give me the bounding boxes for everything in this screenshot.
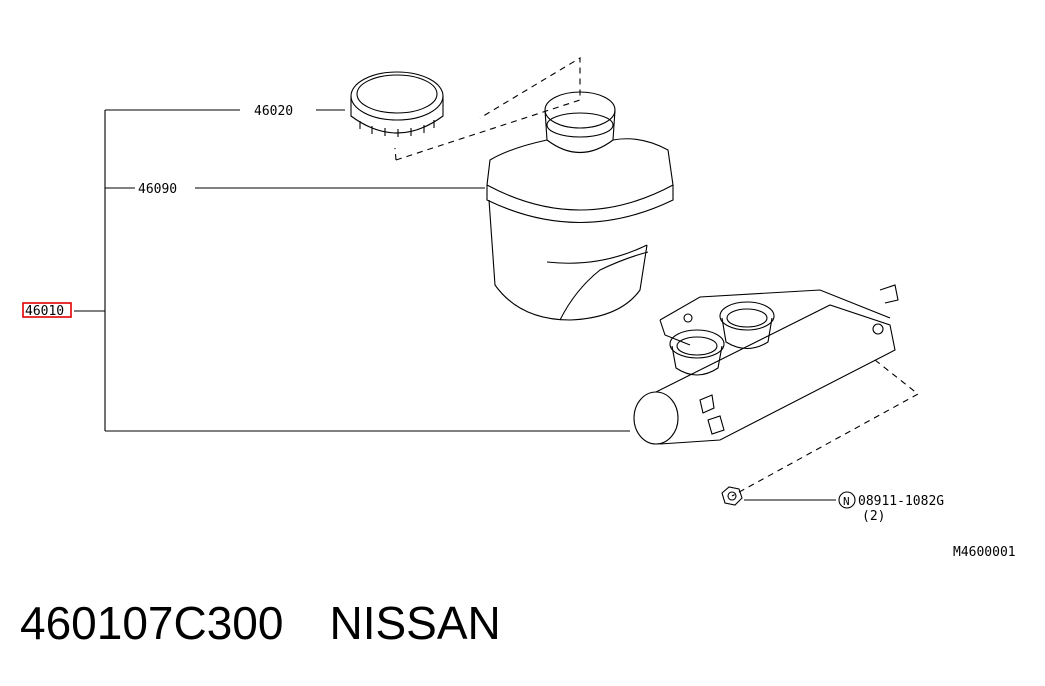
brand-name: NISSAN	[329, 597, 501, 649]
nut-guide-dashed	[731, 359, 919, 497]
part-title: 460107C300 NISSAN	[20, 596, 501, 650]
figure-code: M4600001	[953, 545, 1016, 560]
callout-46010: 46010	[25, 304, 64, 319]
callout-highlight-box	[22, 302, 72, 318]
callout-nut-qty: (2)	[862, 509, 885, 524]
fluid-reservoir	[486, 91, 674, 321]
reservoir-cap	[350, 71, 444, 137]
n-symbol-circle	[838, 491, 856, 509]
part-number: 460107C300	[20, 597, 284, 649]
n-symbol-letter: N	[843, 495, 850, 508]
master-cylinder	[633, 284, 899, 445]
callout-46090: 46090	[138, 182, 177, 197]
cap-guide-dashed-2	[394, 147, 397, 161]
callout-nut-part: 08911-1082G	[858, 494, 944, 509]
callout-46020: 46020	[254, 104, 293, 119]
cap-guide-dashed	[395, 57, 581, 161]
flange-nut	[721, 486, 743, 506]
